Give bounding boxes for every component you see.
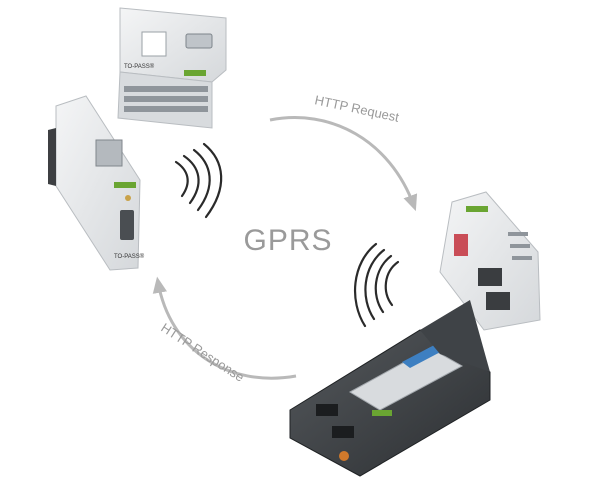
request-arrow <box>269 116 418 212</box>
device-top-topass: TO-PASS® <box>117 7 227 129</box>
response-label: HTTP Response <box>158 320 247 385</box>
device-bottom-ipc <box>289 300 491 477</box>
signal-waves-icon <box>353 242 400 328</box>
device-left-topass: TO-PASS® <box>48 95 145 271</box>
response-arrow <box>152 276 297 380</box>
svg-text:TO-PASS®: TO-PASS® <box>124 63 155 70</box>
signal-waves-icon <box>174 142 223 219</box>
device-right-controller <box>439 191 541 331</box>
svg-text:TO-PASS®: TO-PASS® <box>114 253 145 260</box>
gprs-label: GPRS <box>243 224 333 257</box>
